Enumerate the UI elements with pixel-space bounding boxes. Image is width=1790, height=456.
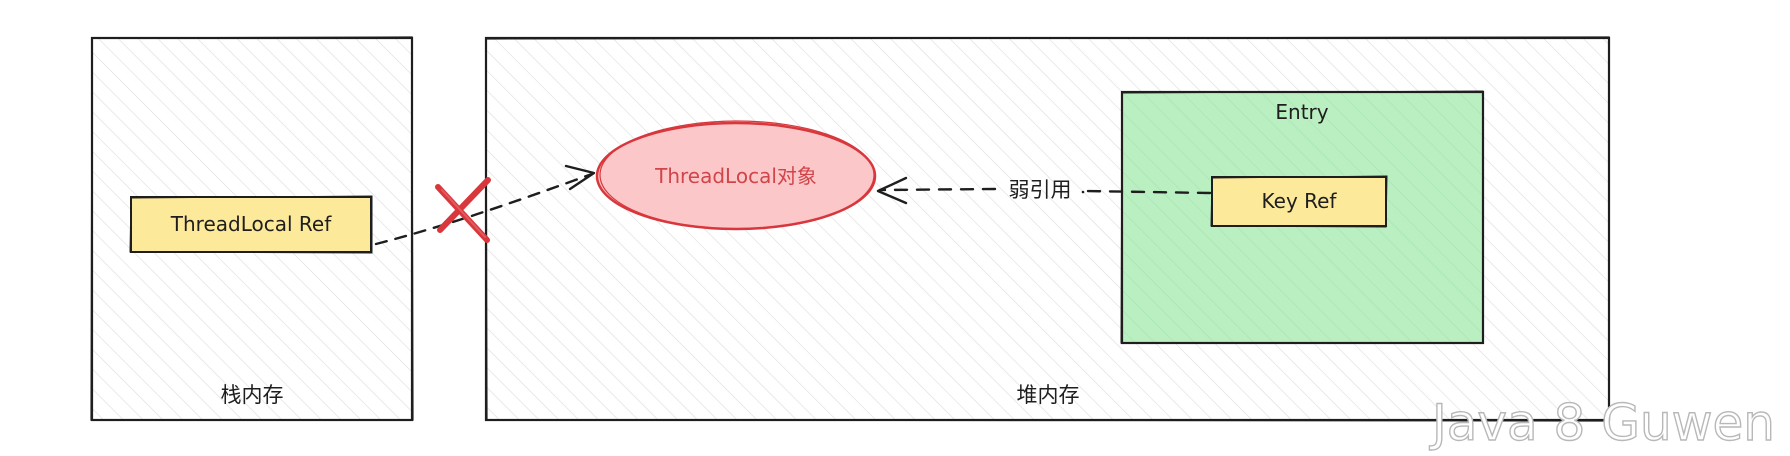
- heap-memory-label: 堆内存: [1017, 383, 1080, 407]
- threadlocal-ref-box[interactable]: [129, 195, 373, 254]
- stack-memory-label: 栈内存: [221, 383, 284, 407]
- watermark: Java 8 Guwen P: [1429, 394, 1790, 452]
- key-ref-label: Key Ref: [1262, 189, 1338, 213]
- weak-reference-label: 弱引用: [1009, 178, 1072, 202]
- threadlocal-object-label: ThreadLocal对象: [654, 164, 817, 188]
- cross-mark-icon: [435, 177, 491, 243]
- strong-reference-arrow: [374, 164, 596, 246]
- entry-label: Entry: [1275, 100, 1328, 124]
- threadlocal-object-ellipse[interactable]: [595, 120, 877, 231]
- key-ref-box[interactable]: [1210, 175, 1388, 228]
- threadlocal-ref-label: ThreadLocal Ref: [170, 212, 332, 236]
- weak-reference-arrow: [876, 176, 1212, 205]
